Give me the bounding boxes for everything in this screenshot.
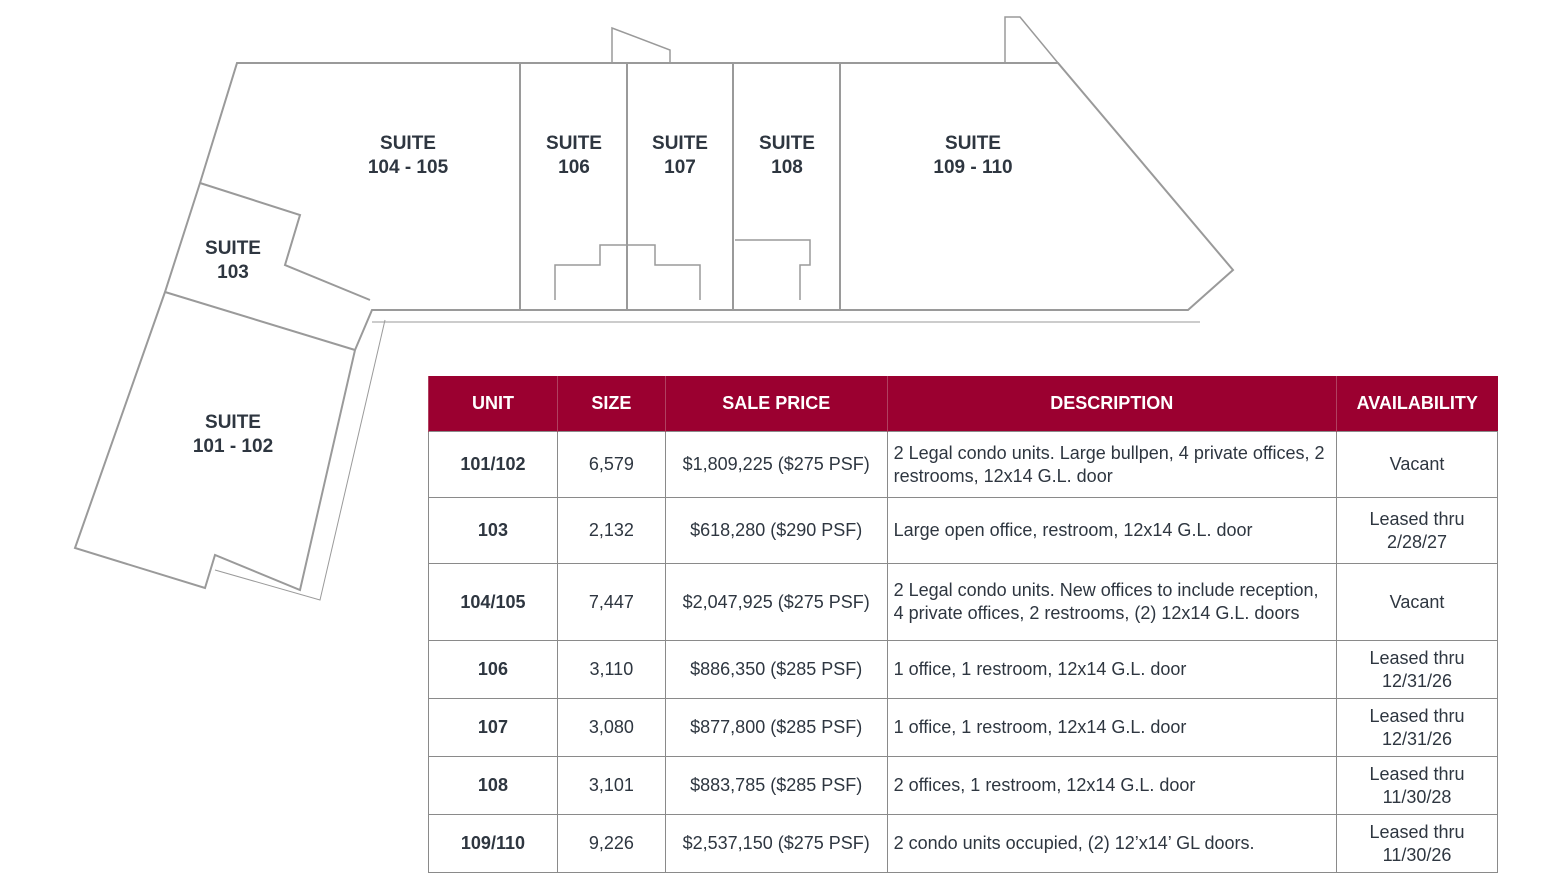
cell-price: $877,800 ($285 PSF) <box>664 698 888 757</box>
cell-price: $2,537,150 ($275 PSF) <box>664 814 888 873</box>
cell-description: 2 Legal condo units. New offices to incl… <box>886 563 1338 641</box>
cell-size: 9,226 <box>556 814 666 873</box>
suite-label-104-105: SUITE 104 - 105 <box>368 132 448 180</box>
cell-unit: 108 <box>428 756 558 815</box>
cell-size: 3,110 <box>556 640 666 699</box>
cell-price: $2,047,925 ($275 PSF) <box>664 563 888 641</box>
cell-unit: 103 <box>428 497 558 564</box>
cell-unit: 101/102 <box>428 431 558 498</box>
suite-label-107: SUITE 107 <box>652 132 708 180</box>
suite-label-101-102: SUITE 101 - 102 <box>193 411 273 459</box>
header-description: DESCRIPTION <box>886 376 1337 432</box>
header-unit: UNIT <box>428 376 558 432</box>
suite-label-108: SUITE 108 <box>759 132 815 180</box>
suite-label-103: SUITE 103 <box>205 237 261 285</box>
suite-number: 101 - 102 <box>192 436 274 457</box>
header-sale-price: SALE PRICE <box>664 376 888 432</box>
cell-description: 2 offices, 1 restroom, 12x14 G.L. door <box>886 756 1338 815</box>
cell-availability: Leased thru 11/30/28 <box>1336 756 1498 815</box>
suite-number: 104 - 105 <box>367 157 449 178</box>
suite-label-106: SUITE 106 <box>546 132 602 180</box>
suite-103-walls <box>199 182 371 301</box>
cell-availability: Vacant <box>1336 431 1498 498</box>
suite-number: 103 <box>217 262 249 283</box>
header-availability: AVAILABILITY <box>1336 376 1498 432</box>
cell-size: 3,101 <box>556 756 666 815</box>
cell-size: 3,080 <box>556 698 666 757</box>
table-header-row: UNIT SIZE SALE PRICE DESCRIPTION AVAILAB… <box>428 376 1498 432</box>
cell-price: $618,280 ($290 PSF) <box>664 497 888 564</box>
cell-availability: Vacant <box>1336 563 1498 641</box>
cell-price: $886,350 ($285 PSF) <box>664 640 888 699</box>
suite-word: SUITE <box>380 133 436 154</box>
suite-word: SUITE <box>205 238 261 259</box>
cell-unit: 109/110 <box>428 814 558 873</box>
suite-word: SUITE <box>205 412 261 433</box>
suite-word: SUITE <box>945 133 1001 154</box>
cell-size: 7,447 <box>556 563 666 641</box>
suite-word: SUITE <box>759 133 815 154</box>
cell-availability: Leased thru 11/30/26 <box>1336 814 1498 873</box>
cell-description: 2 Legal condo units. Large bullpen, 4 pr… <box>886 431 1338 498</box>
cell-availability: Leased thru 2/28/27 <box>1336 497 1498 564</box>
cell-size: 6,579 <box>556 431 666 498</box>
suite-101-103-wall <box>164 291 356 351</box>
suite-108-office <box>735 239 811 300</box>
suite-word: SUITE <box>652 133 708 154</box>
cell-availability: Leased thru 12/31/26 <box>1336 698 1498 757</box>
header-size: SIZE <box>556 376 666 432</box>
cell-description: 1 office, 1 restroom, 12x14 G.L. door <box>886 698 1338 757</box>
suite-word: SUITE <box>546 133 602 154</box>
cell-price: $883,785 ($285 PSF) <box>664 756 888 815</box>
cell-unit: 106 <box>428 640 558 699</box>
cell-unit: 104/105 <box>428 563 558 641</box>
suite-number: 109 - 110 <box>933 157 1013 178</box>
walkway-side <box>214 319 386 601</box>
cell-description: Large open office, restroom, 12x14 G.L. … <box>886 497 1338 564</box>
suite-number: 108 <box>771 157 803 178</box>
availability-table: UNIT SIZE SALE PRICE DESCRIPTION AVAILAB… <box>428 376 1498 873</box>
suite-106-107-office <box>554 244 701 300</box>
cell-description: 1 office, 1 restroom, 12x14 G.L. door <box>886 640 1338 699</box>
suite-label-109-110: SUITE 109 - 110 <box>933 132 1012 180</box>
entry-109 <box>1004 16 1059 64</box>
cell-size: 2,132 <box>556 497 666 564</box>
entry-107 <box>611 26 671 63</box>
suite-number: 106 <box>558 157 590 178</box>
cell-unit: 107 <box>428 698 558 757</box>
cell-description: 2 condo units occupied, (2) 12’x14’ GL d… <box>886 814 1338 873</box>
suite-number: 107 <box>664 157 696 178</box>
cell-availability: Leased thru 12/31/26 <box>1336 640 1498 699</box>
cell-price: $1,809,225 ($275 PSF) <box>664 431 888 498</box>
